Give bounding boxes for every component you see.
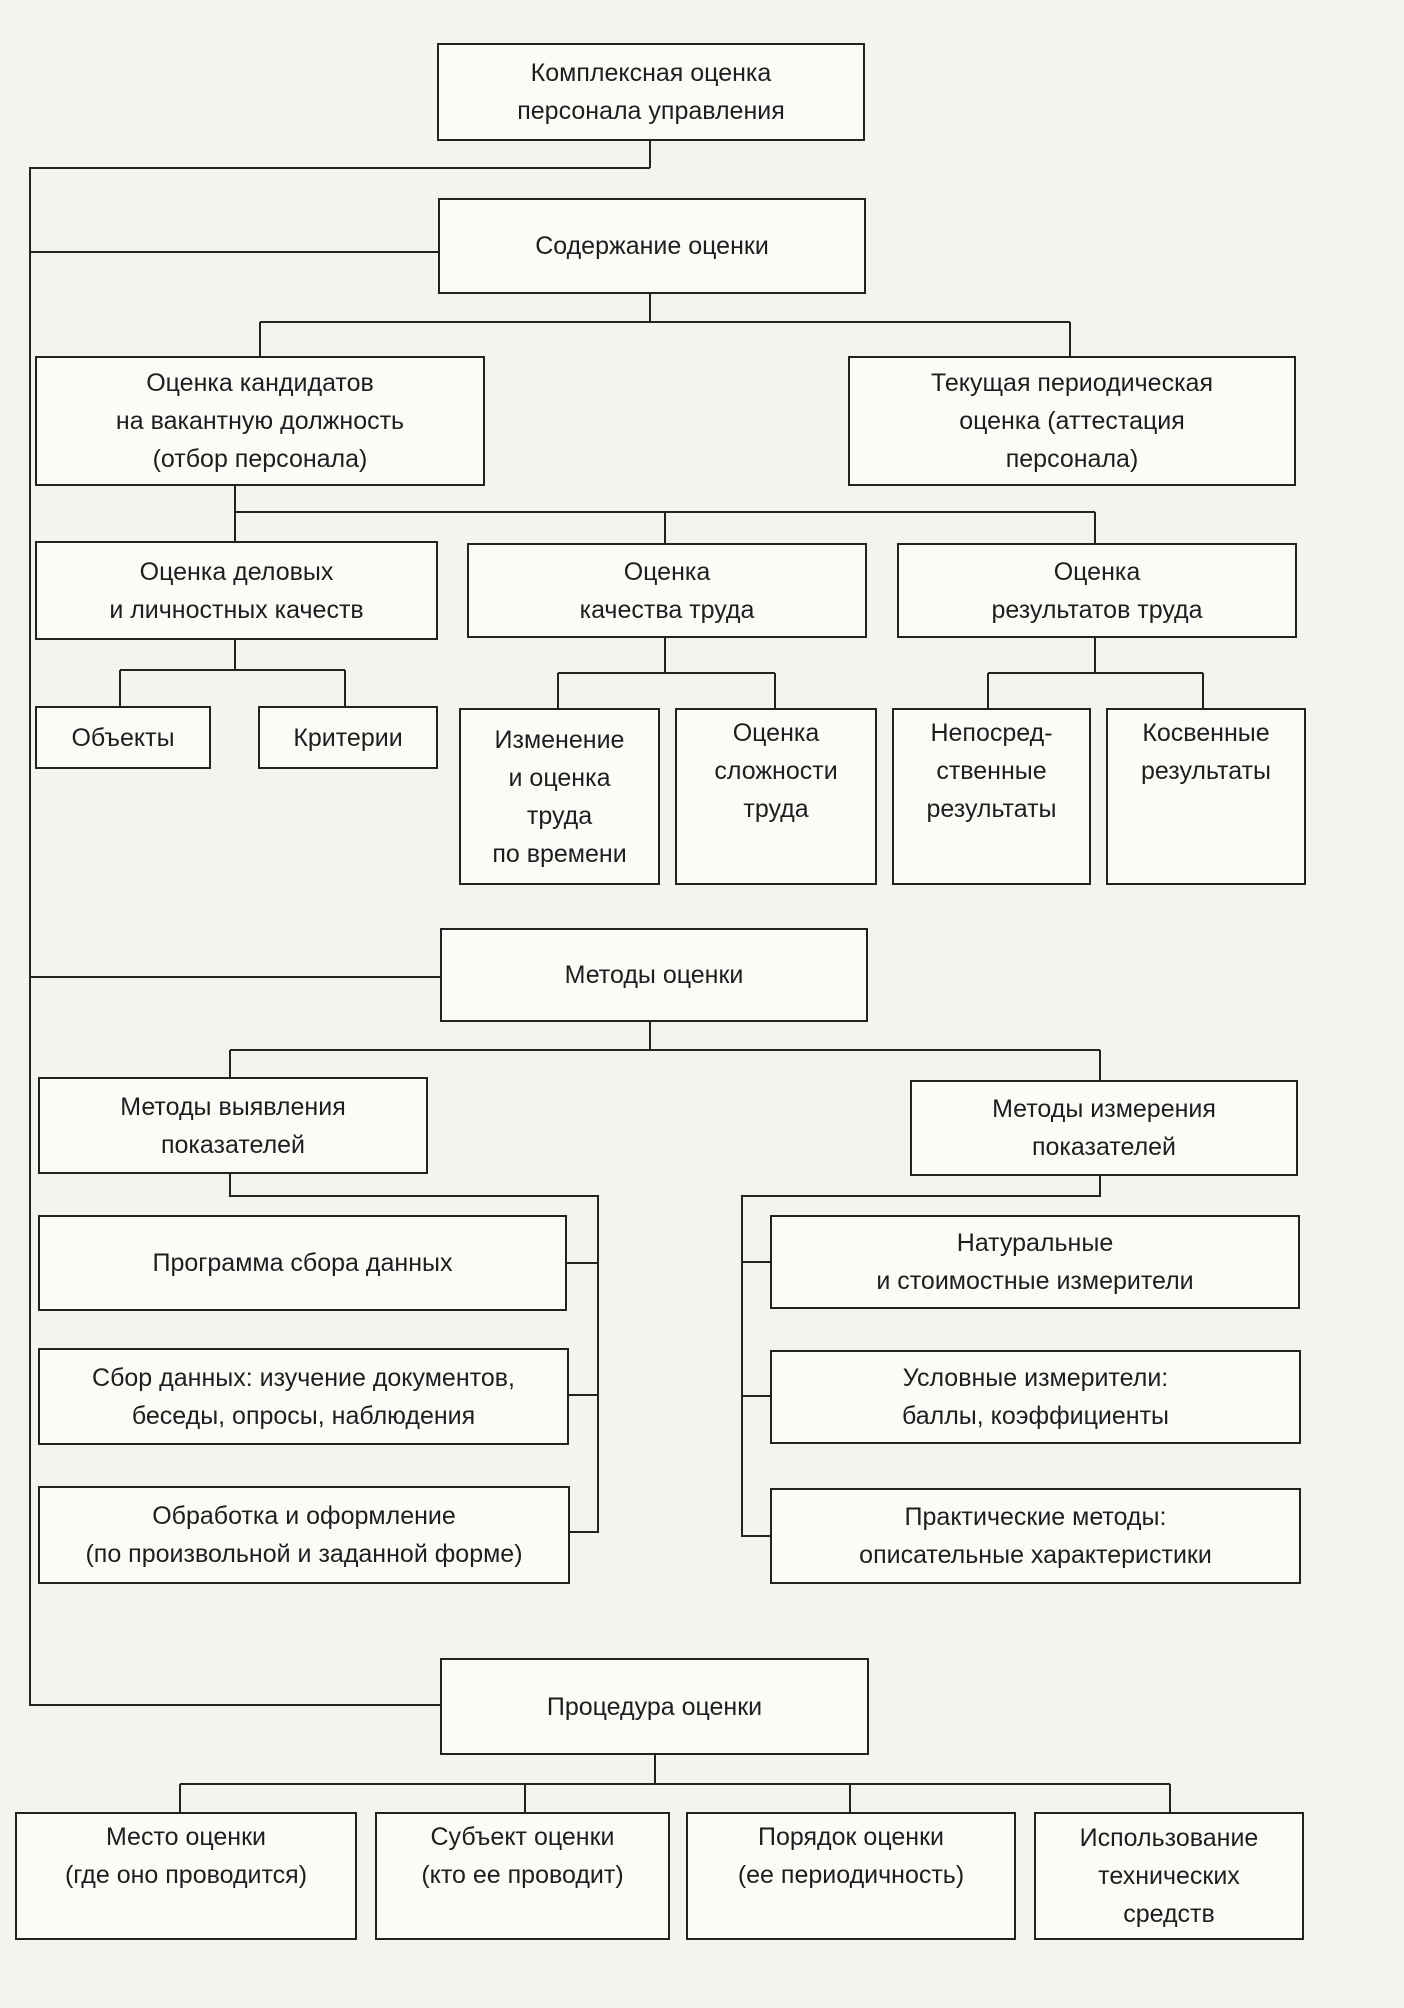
indirect-results-label: Косвенные результаты: [1141, 719, 1271, 785]
measurement-methods-box: Методы измерения показателей: [910, 1080, 1298, 1176]
business-qualities-label: Оценка деловых и личностных качеств: [109, 557, 364, 624]
content-label: Содержание оценки: [535, 232, 769, 260]
content-box: Содержание оценки: [438, 198, 866, 294]
order-label: Порядок оценки (ее периодичность): [737, 1823, 965, 1889]
conditional-measures-label: Условные измерители: баллы, коэффициенты: [901, 1364, 1170, 1430]
labor-quality-label: Оценка качества труда: [579, 557, 755, 624]
subject-box: Субъект оценки (кто ее проводит): [375, 1812, 670, 1940]
complexity-box: Оценка сложности труда: [675, 708, 877, 885]
root-box: Комплексная оценка персонала управления: [437, 43, 865, 141]
data-program-box: Программа сбора данных: [38, 1215, 567, 1311]
connector-line: [29, 167, 650, 1706]
natural-measures-box: Натуральные и стоимостные измерители: [770, 1215, 1300, 1309]
objects-label: Объекты: [71, 723, 175, 752]
procedure-label: Процедура оценки: [546, 1692, 763, 1721]
technical-means-box: Использование технических средств: [1034, 1812, 1304, 1940]
measurement-methods-label: Методы измерения показателей: [992, 1095, 1216, 1161]
labor-results-box: Оценка результатов труда: [897, 543, 1297, 638]
data-collection-box: Сбор данных: изучение документов, беседы…: [38, 1348, 569, 1445]
connector-line: [229, 1174, 599, 1533]
order-box: Порядок оценки (ее периодичность): [686, 1812, 1016, 1940]
direct-results-box: Непосред- ственные результаты: [892, 708, 1091, 885]
subject-label: Субъект оценки (кто ее проводит): [421, 1823, 624, 1889]
identification-methods-label: Методы выявления показателей: [120, 1092, 346, 1159]
natural-measures-label: Натуральные и стоимостные измерители: [876, 1229, 1194, 1295]
practical-methods-label: Практические методы: описательные характ…: [859, 1503, 1212, 1569]
candidates-box: Оценка кандидатов на вакантную должность…: [35, 356, 485, 486]
business-qualities-box: Оценка деловых и личностных качеств: [35, 541, 438, 640]
technical-means-label: Использование технических средств: [1079, 1824, 1259, 1928]
labor-quality-box: Оценка качества труда: [467, 543, 867, 638]
indirect-results-box: Косвенные результаты: [1106, 708, 1306, 885]
time-measurement-label: Изменение и оценка труда по времени: [492, 725, 627, 868]
periodic-box: Текущая периодическая оценка (аттестация…: [848, 356, 1296, 486]
place-label: Место оценки (где оно проводится): [64, 1823, 308, 1889]
procedure-box: Процедура оценки: [440, 1658, 869, 1755]
periodic-label: Текущая периодическая оценка (аттестация…: [930, 369, 1214, 473]
criteria-box: Критерии: [258, 706, 438, 769]
candidates-label: Оценка кандидатов на вакантную должность…: [115, 369, 405, 473]
data-processing-box: Обработка и оформление (по произвольной …: [38, 1486, 570, 1584]
time-measurement-box: Изменение и оценка труда по времени: [459, 708, 660, 885]
root-label: Комплексная оценка персонала управления: [517, 59, 785, 125]
methods-label: Методы оценки: [564, 961, 744, 989]
data-collection-label: Сбор данных: изучение документов, беседы…: [92, 1363, 515, 1430]
conditional-measures-box: Условные измерители: баллы, коэффициенты: [770, 1350, 1301, 1444]
criteria-label: Критерии: [293, 723, 403, 752]
complexity-label: Оценка сложности труда: [714, 719, 838, 823]
methods-box: Методы оценки: [440, 928, 868, 1022]
connector-line: [741, 1176, 1101, 1537]
direct-results-label: Непосред- ственные результаты: [926, 719, 1057, 823]
practical-methods-box: Практические методы: описательные характ…: [770, 1488, 1301, 1584]
data-processing-label: Обработка и оформление (по произвольной …: [85, 1502, 523, 1568]
data-program-label: Программа сбора данных: [152, 1249, 453, 1277]
objects-box: Объекты: [35, 706, 211, 769]
identification-methods-box: Методы выявления показателей: [38, 1077, 428, 1174]
labor-results-label: Оценка результатов труда: [991, 557, 1203, 624]
place-box: Место оценки (где оно проводится): [15, 1812, 357, 1940]
